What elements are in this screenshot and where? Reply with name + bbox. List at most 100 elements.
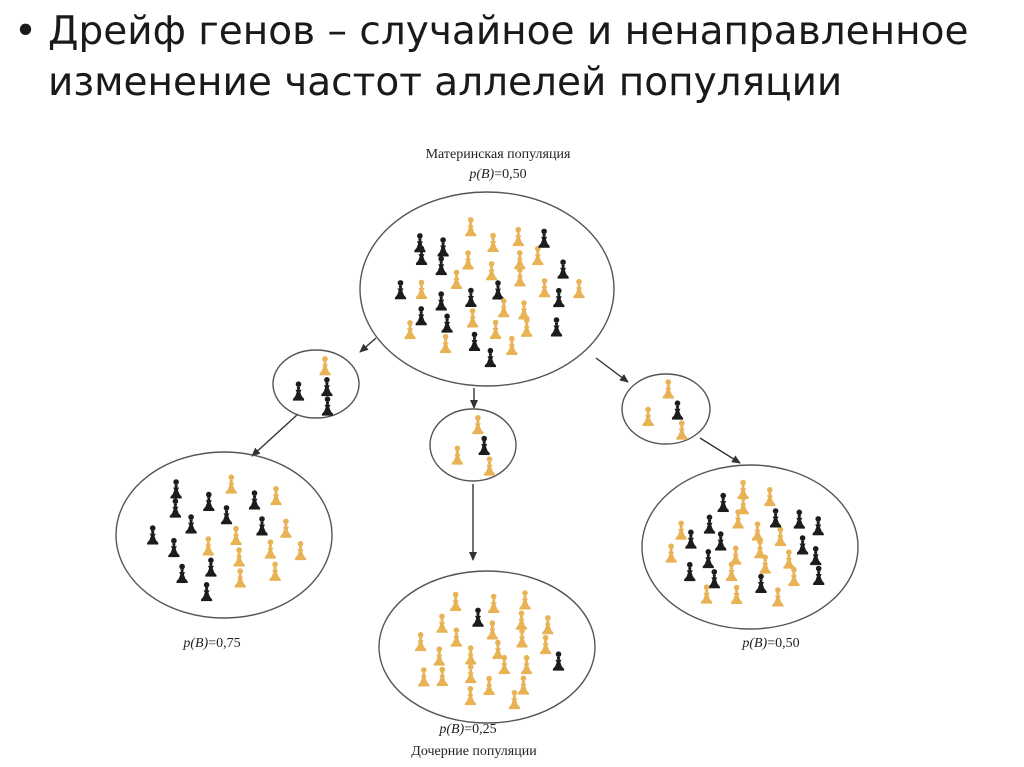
pawn-icon <box>433 646 445 666</box>
pawn-icon <box>472 607 484 627</box>
pawn-icon <box>684 561 696 582</box>
pawn-icon <box>450 627 462 647</box>
pawn-icon <box>514 267 526 287</box>
daughter-left-frequency-label: p(B)=0,75 <box>182 636 240 651</box>
pawn-icon <box>516 628 528 648</box>
pawn-icon <box>468 331 481 351</box>
arrow-icon <box>251 413 299 457</box>
pawn-icon <box>783 549 795 569</box>
pawn-icon <box>435 291 447 311</box>
pawn-icon <box>451 445 463 465</box>
pawn-icon <box>550 317 563 337</box>
pawn-icon <box>542 615 554 635</box>
pawn-icon <box>478 435 490 456</box>
pawn-icon <box>225 474 237 494</box>
daughter-left <box>115 451 333 619</box>
pawn-icon <box>170 479 182 499</box>
pawn-icon <box>793 509 805 529</box>
pawn-icon <box>248 490 261 510</box>
pawn-icon <box>797 535 809 555</box>
pawn-icon <box>435 256 447 276</box>
pawn-icon <box>321 377 333 397</box>
pawn-icon <box>483 456 496 476</box>
pawn-icon <box>280 518 292 538</box>
pawn-icon <box>557 259 569 279</box>
pawn-icon <box>488 593 500 613</box>
daughter-right-frequency-label: p(B)=0,50 <box>741 636 799 651</box>
pawn-icon <box>415 632 427 652</box>
bullet-icon: • <box>14 9 38 54</box>
pawn-icon <box>514 250 526 270</box>
pawn-icon <box>436 666 448 687</box>
sample-right <box>621 373 711 445</box>
pawn-icon <box>394 280 407 300</box>
pawn-icon <box>230 525 242 546</box>
pawn-icon <box>203 491 215 512</box>
pawn-icon <box>264 539 276 559</box>
pawn-icon <box>465 645 477 665</box>
mother-population-label: Материнская популяция <box>426 147 571 162</box>
pawn-icon <box>492 639 504 660</box>
pawn-icon <box>465 217 477 237</box>
pawn-icon <box>685 529 697 549</box>
daughter-center-frequency-label: p(B)=0,25 <box>438 722 496 737</box>
pawn-icon <box>202 536 214 556</box>
arrow-icon <box>359 337 377 353</box>
pawn-icon <box>772 587 784 607</box>
pawn-icon <box>201 582 213 602</box>
pawn-icon <box>319 356 331 376</box>
pawn-icon <box>484 347 496 368</box>
pawn-icon <box>662 379 674 399</box>
pawn-icon <box>708 569 720 589</box>
pawn-icon <box>731 584 743 604</box>
pawn-icon <box>414 233 426 253</box>
pawn-icon <box>676 420 688 440</box>
pawn-icon <box>755 573 767 593</box>
pawn-icon <box>440 333 452 354</box>
daughter-right <box>641 464 859 630</box>
pawn-icon <box>233 547 245 567</box>
pawn-icon <box>702 549 714 569</box>
pawn-icon <box>486 261 498 281</box>
pawn-icon <box>774 526 786 547</box>
pawn-icon <box>521 654 533 675</box>
pawn-icon <box>185 514 197 534</box>
pawn-icon <box>512 226 524 247</box>
pawn-icon <box>675 520 687 540</box>
pawn-icon <box>518 300 530 320</box>
pawn-icon <box>441 313 453 333</box>
pawn-icon <box>538 228 550 248</box>
pawn-icon <box>813 565 825 585</box>
pawn-icon <box>812 516 824 536</box>
pawn-icon <box>770 508 782 528</box>
pawn-icon <box>450 269 463 289</box>
pawn-icon <box>465 664 477 684</box>
pawn-icon <box>810 546 822 566</box>
pawn-icon <box>642 406 654 426</box>
pawn-icon <box>521 317 533 337</box>
pawn-icon <box>517 675 529 695</box>
pawn-icon <box>515 610 528 630</box>
mother-population <box>359 191 615 387</box>
pawn-icon <box>404 320 416 340</box>
pawn-icon <box>487 232 499 253</box>
pawn-icon <box>540 634 552 655</box>
pawn-icon <box>270 486 282 506</box>
pawn-icon <box>788 566 800 587</box>
daughter-center <box>378 570 596 724</box>
pawn-icon <box>205 557 217 577</box>
arrow-icon <box>699 437 741 464</box>
pawn-icon <box>553 287 565 308</box>
pawn-icon <box>472 415 484 435</box>
sample-center <box>429 408 517 482</box>
pawn-icon <box>415 279 428 299</box>
pawn-icon <box>671 400 684 420</box>
pawn-icon <box>234 568 246 588</box>
title-text: Дрейф генов – случайное и ненаправленное… <box>48 9 969 105</box>
arrow-icon <box>595 357 629 383</box>
pawn-icon <box>764 487 776 507</box>
pawn-icon <box>321 396 334 416</box>
pawn-icon <box>437 237 449 257</box>
pawn-icon <box>715 531 727 551</box>
